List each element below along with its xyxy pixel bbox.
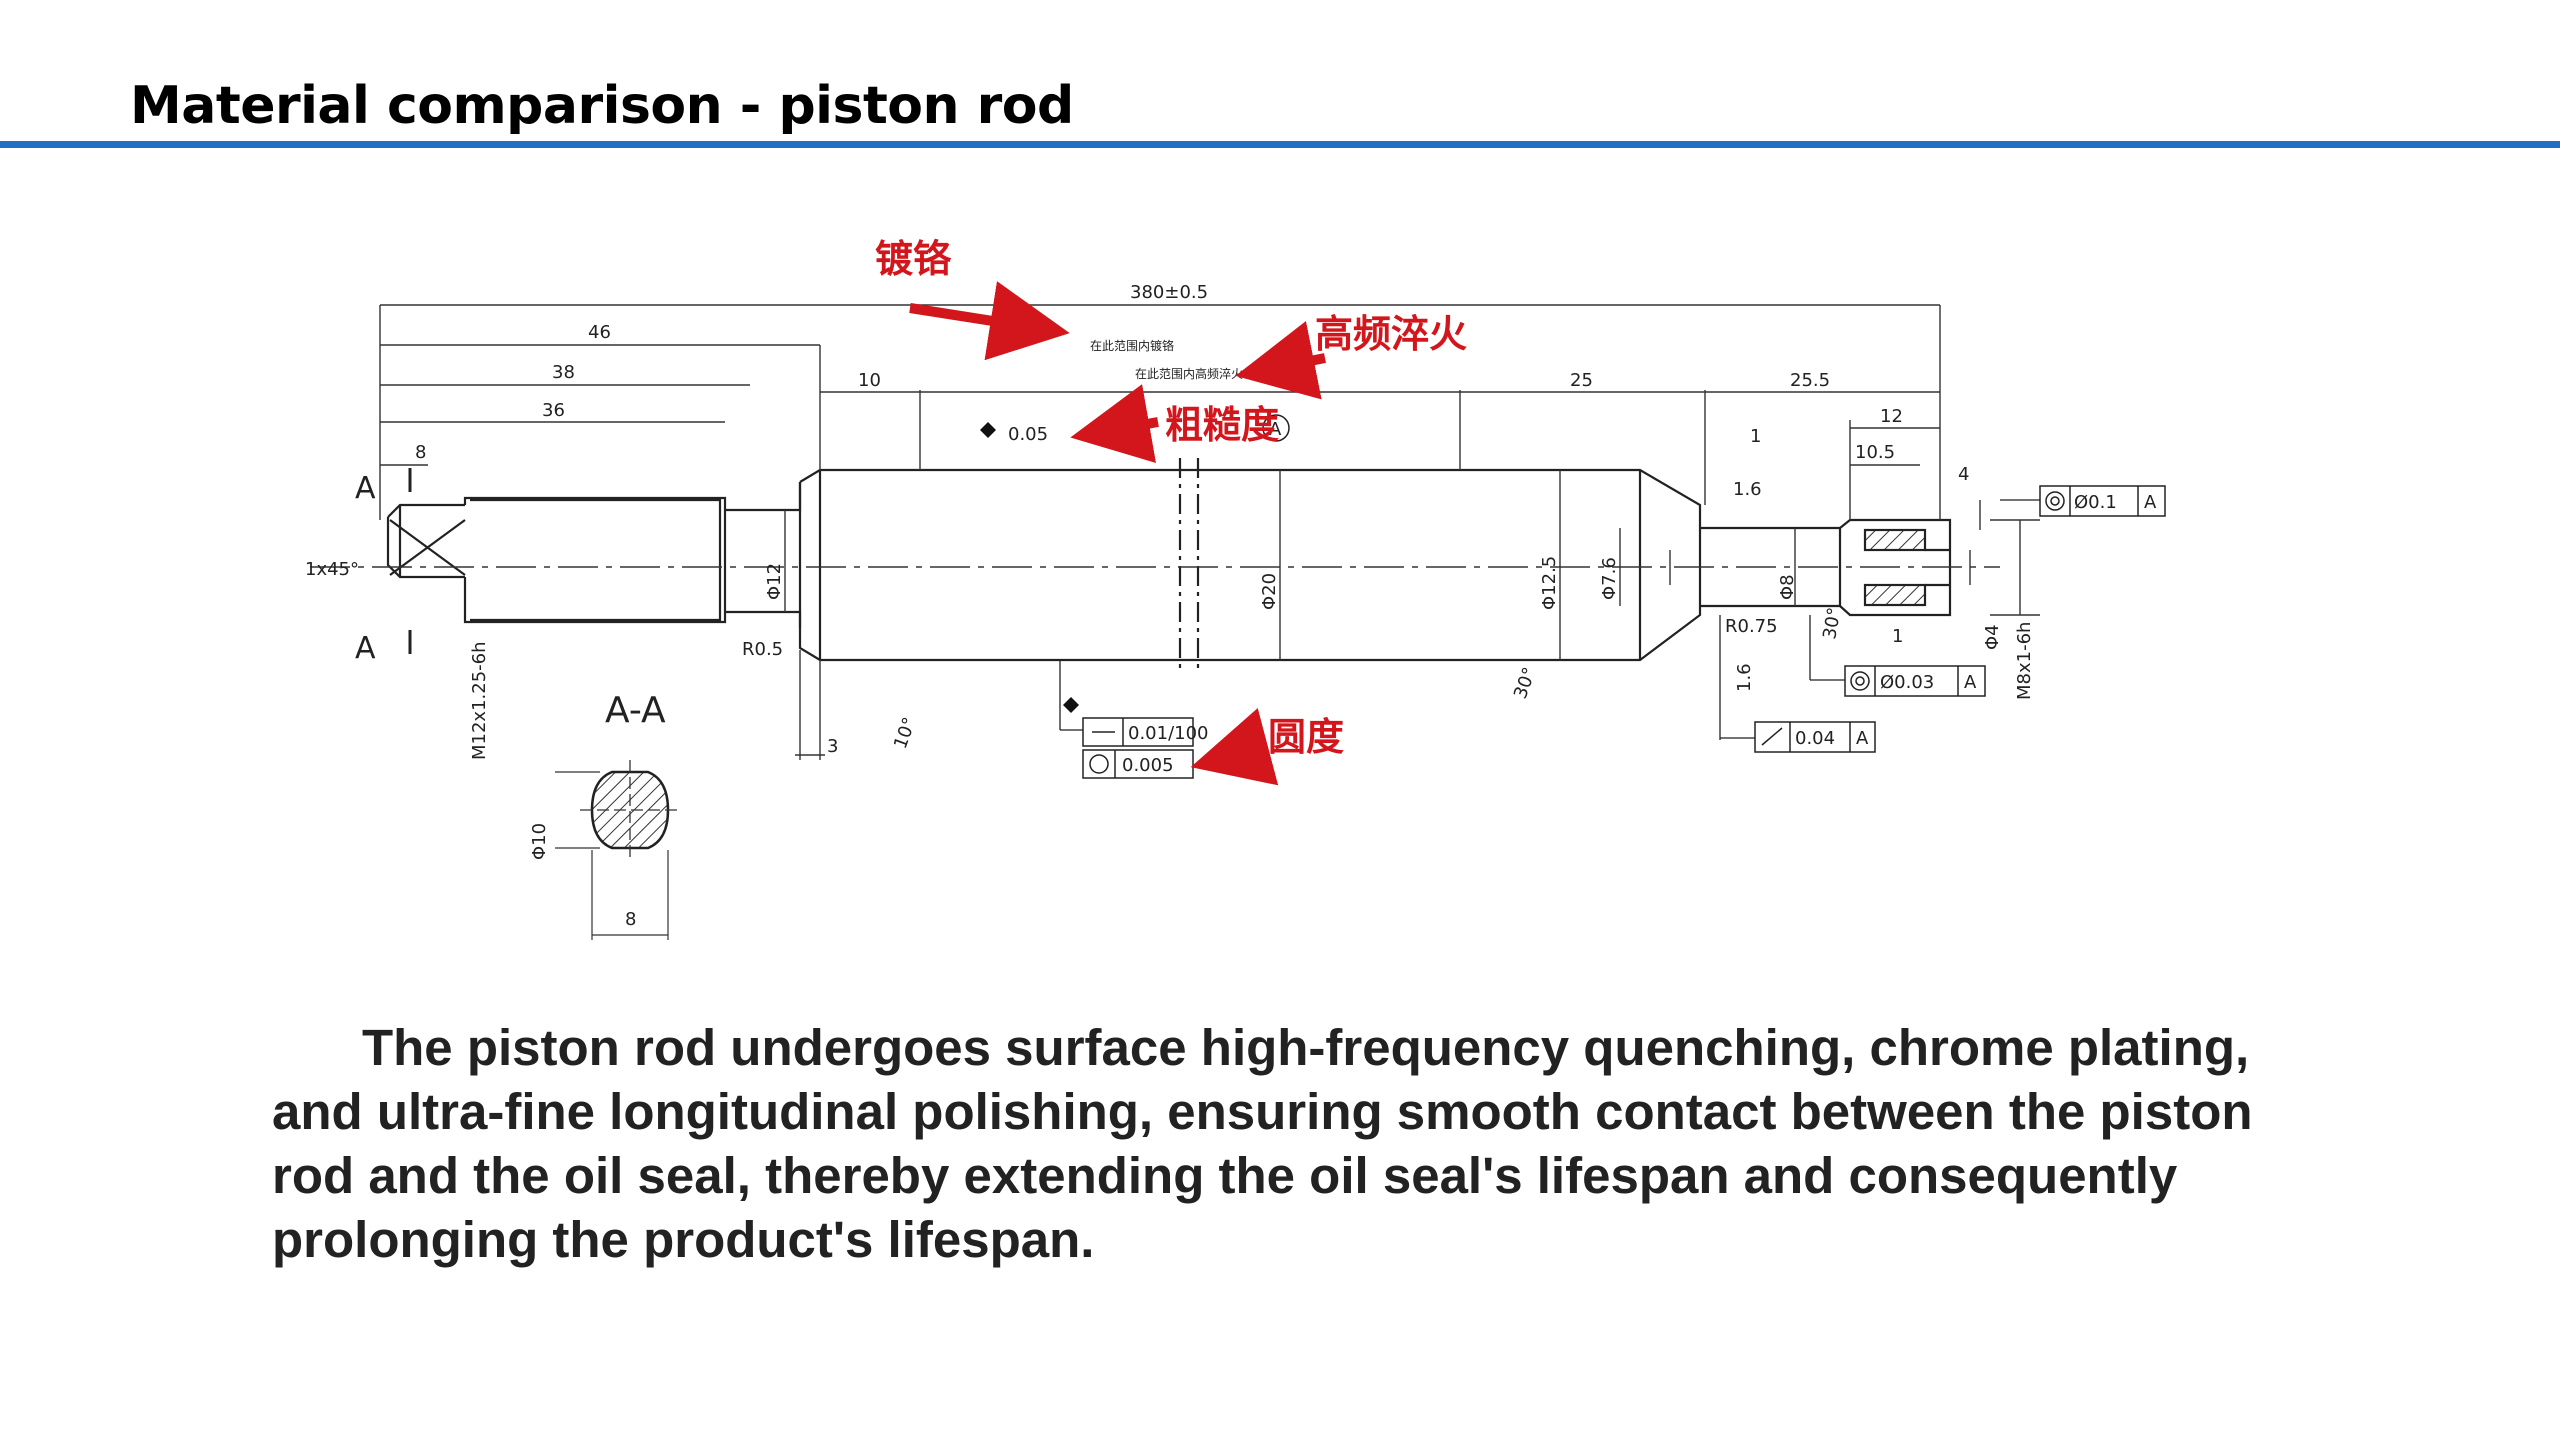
dim-1b: 1	[1892, 626, 1903, 647]
runout-datum: A	[1856, 728, 1869, 749]
section-label: A-A	[605, 690, 666, 731]
dim-10: 10	[858, 370, 881, 391]
dim-36: 36	[542, 400, 565, 421]
dim-dia4: Φ4	[1982, 624, 2003, 650]
dim-25-5: 25.5	[1790, 370, 1830, 391]
roughness-value: 0.05	[1008, 424, 1048, 445]
concentricity-01: Ø0.1	[2074, 492, 2117, 513]
note-quench-range: 在此范围内高频淬火	[1135, 366, 1243, 381]
dim-38: 38	[552, 362, 575, 383]
datum-a: A	[1269, 419, 1282, 440]
callout-quench: 高频淬火	[1315, 312, 1467, 356]
dimension-lines	[379, 304, 2040, 760]
note-chrome-range: 在此范围内镀铬	[1090, 338, 1174, 353]
red-callouts: 镀铬 高频淬火 粗糙度 圆度	[875, 237, 1467, 786]
dim-dia12-5: Φ12.5	[1539, 556, 1560, 610]
dim-thread-m12: M12x1.25-6h	[469, 641, 490, 760]
runout-value: 0.04	[1795, 728, 1835, 749]
conc-003-datum: A	[1964, 672, 1977, 693]
dim-46: 46	[588, 322, 611, 343]
dim-dia7-6: Φ7.6	[1599, 557, 1620, 600]
dim-r075: R0.75	[1725, 616, 1778, 637]
dim-4: 4	[1958, 464, 1969, 485]
dim-dia12: Φ12	[764, 563, 785, 600]
dim-25: 25	[1570, 370, 1593, 391]
dim-overall: 380±0.5	[1130, 282, 1208, 303]
dim-ra16a: 1.6	[1733, 479, 1762, 500]
conc-01-datum: A	[2144, 492, 2157, 513]
dim-dia8: Φ8	[1777, 574, 1798, 600]
slide-title: Material comparison - piston rod	[130, 76, 1074, 136]
dim-chamfer: 1x45°	[305, 559, 359, 580]
title-underline	[0, 141, 2560, 148]
dimension-texts: 380±0.5 46 38 36 8 10 25 25.5 12 10.5 1 …	[305, 282, 2035, 930]
dim-angle-30a: 30°	[1510, 665, 1541, 702]
dim-1: 1	[1750, 426, 1761, 447]
dim-thread-m8: M8x1-6h	[2014, 622, 2035, 700]
straightness-value: 0.01/100	[1128, 723, 1209, 744]
callout-roughness: 粗糙度	[1165, 403, 1279, 447]
concentricity-003: Ø0.03	[1880, 672, 1934, 693]
dim-angle-10: 10°	[890, 715, 921, 752]
dim-dia20: Φ20	[1259, 573, 1280, 610]
dim-8: 8	[415, 442, 426, 463]
dim-dia10: Φ10	[529, 823, 550, 860]
dim-3: 3	[827, 736, 838, 757]
roundness-value: 0.005	[1122, 755, 1174, 776]
dim-8-section: 8	[625, 909, 636, 930]
section-marker-a-bottom: A	[355, 631, 376, 666]
section-marker-a-top: A	[355, 471, 376, 506]
callout-roundness: 圆度	[1268, 715, 1344, 759]
dim-r05: R0.5	[742, 639, 783, 660]
rod-outline	[386, 458, 1952, 670]
section-aa	[555, 760, 680, 940]
dim-angle-30b: 30°	[1819, 606, 1845, 641]
callout-chrome: 镀铬	[875, 237, 952, 281]
dim-12: 12	[1880, 406, 1903, 427]
dim-10-5: 10.5	[1855, 442, 1895, 463]
dim-ra16b: 1.6	[1734, 663, 1755, 692]
tolerance-frames: 0.05 A 0.01/100 0.005 Ø0.1 A	[980, 414, 2166, 779]
body-paragraph: The piston rod undergoes surface high-fr…	[272, 1019, 2253, 1268]
piston-rod-drawing: 380±0.5 46 38 36 8 10 25 25.5 12 10.5 1 …	[305, 237, 2166, 940]
